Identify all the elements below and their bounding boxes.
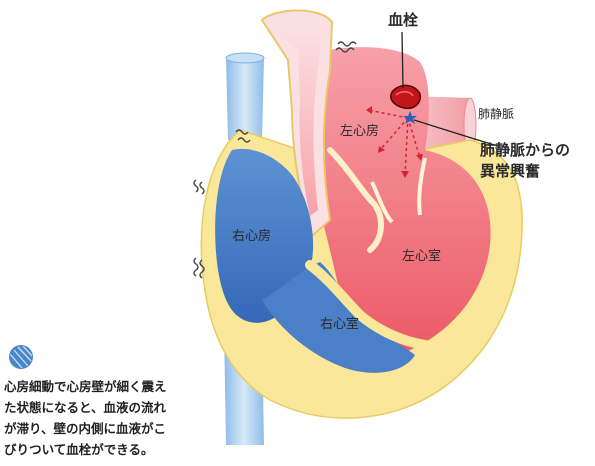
ectopic-label-line1: 肺静脈からの: [480, 141, 570, 159]
left-ventricle-label: 左心室: [402, 248, 441, 264]
pulmonary-vein-label: 肺静脈: [478, 107, 514, 121]
caption-line: が滞り、壁の内側に血液がこ: [4, 418, 254, 439]
caption-line: びりついて血栓ができる。: [4, 439, 254, 460]
caption-text: 心房細動で心房壁が細く震え た状態になると、血液の流れ が滞り、壁の内側に血液が…: [4, 376, 254, 460]
left-atrium-label: 左心房: [340, 123, 379, 139]
thrombus-blob: [391, 85, 420, 108]
caption-line: た状態になると、血液の流れ: [4, 397, 254, 418]
right-ventricle-label: 右心室: [320, 316, 359, 332]
thrombus-label: 血栓: [388, 11, 418, 29]
caption-line: 心房細動で心房壁が細く震え: [4, 376, 254, 397]
hatched-circle-icon: [8, 344, 34, 370]
ectopic-label-line2: 異常興奮: [480, 162, 540, 180]
superior-vena-cava: [226, 53, 264, 140]
right-atrium-label: 右心房: [232, 228, 271, 244]
